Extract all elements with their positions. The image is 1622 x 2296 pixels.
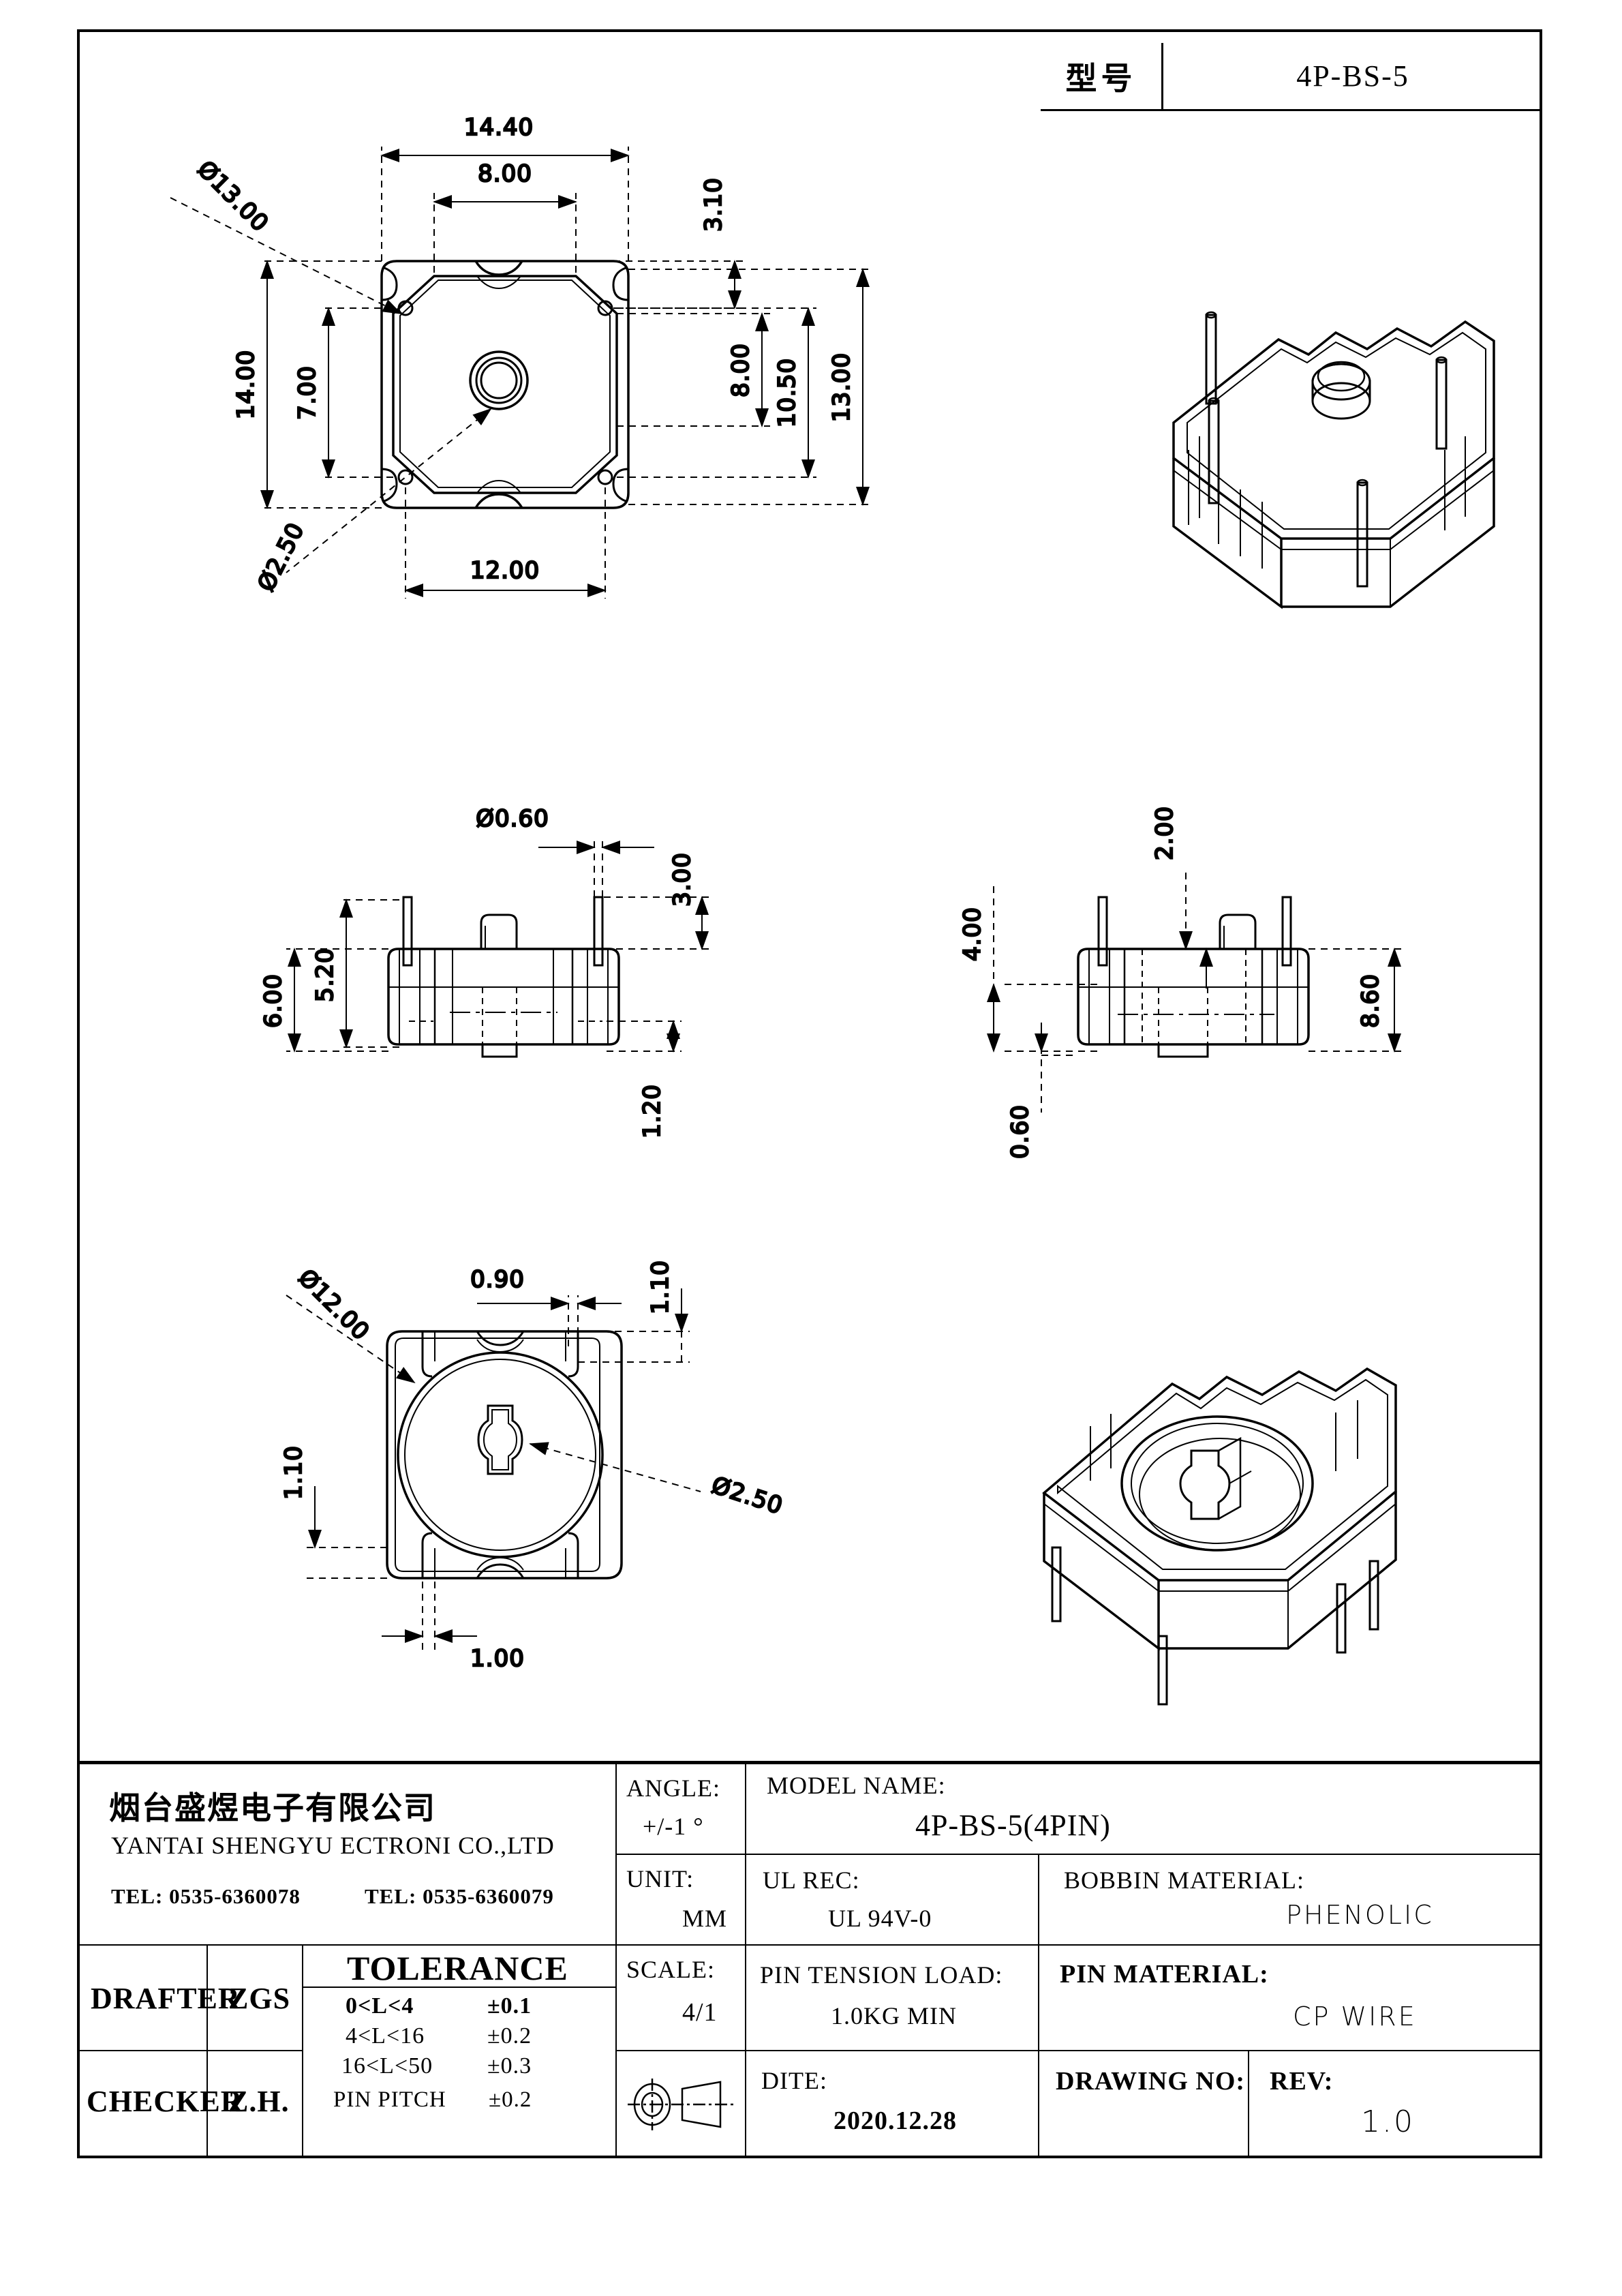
drawing-no-cell: DRAWING NO: bbox=[1039, 2051, 1249, 2157]
model-header-value: 4P-BS-5 bbox=[1296, 59, 1409, 93]
tolerance-tol-1: ±0.2 bbox=[487, 2023, 532, 2049]
pin-tension-value: 1.0KG MIN bbox=[831, 2002, 957, 2029]
company-name-cn: 烟台盛煜电子有限公司 bbox=[109, 1789, 436, 1826]
model-header-label: 型号 bbox=[1041, 43, 1163, 109]
bobbin-material-cell: BOBBIN MATERIAL: PHENOLIC bbox=[1039, 1855, 1541, 1946]
tolerance-range-1: 4<L<16 bbox=[346, 2023, 425, 2049]
scale-cell: SCALE: 4/1 bbox=[617, 1946, 746, 2051]
tolerance-title-cell: TOLERANCE bbox=[303, 1946, 617, 1988]
ul-rec-cell: UL REC: UL 94V-0 bbox=[746, 1855, 1039, 1946]
ul-rec-value: UL 94V-0 bbox=[828, 1905, 932, 1932]
pin-material-label: PIN MATERIAL: bbox=[1060, 1960, 1269, 1989]
model-name-cell: MODEL NAME: 4P-BS-5(4PIN) bbox=[746, 1764, 1541, 1855]
unit-cell: UNIT: MM bbox=[617, 1855, 746, 1946]
tolerance-range-2: 16<L<50 bbox=[341, 2053, 433, 2079]
drawing-border bbox=[77, 29, 1542, 2158]
angle-cell: ANGLE: +/-1 ° bbox=[617, 1764, 746, 1855]
drafter-label: DRAFTER bbox=[91, 1982, 241, 2015]
title-block-left-group: 烟台盛煜电子有限公司 YANTAI SHENGYU ECTRONI CO.,LT… bbox=[78, 1764, 617, 2157]
unit-label: UNIT: bbox=[626, 1865, 694, 1892]
checker-value-cell: Z.H. bbox=[208, 2051, 303, 2157]
model-name-label: MODEL NAME: bbox=[767, 1772, 946, 1799]
title-block-mid-group: ANGLE: +/-1 ° UNIT: MM SCALE: 4/1 bbox=[617, 1764, 746, 2157]
pin-material-cell: PIN MATERIAL: CP WIRE bbox=[1039, 1946, 1541, 2051]
rev-value: 1.0 bbox=[1361, 2104, 1415, 2139]
model-header-box: 型号 4P-BS-5 bbox=[1041, 43, 1542, 111]
model-name-value: 4P-BS-5(4PIN) bbox=[915, 1809, 1111, 1842]
bobbin-material-label: BOBBIN MATERIAL: bbox=[1064, 1867, 1305, 1894]
tolerance-tol-0: ±0.1 bbox=[487, 1993, 532, 2019]
checker-label: CHECKER bbox=[87, 2085, 243, 2118]
angle-value: +/-1 ° bbox=[643, 1813, 704, 1840]
tolerance-title: TOLERANCE bbox=[347, 1949, 568, 1987]
checker-label-cell: CHECKER bbox=[78, 2051, 242, 2157]
unit-value: MM bbox=[682, 1905, 728, 1932]
scale-value: 4/1 bbox=[682, 1998, 718, 2027]
tolerance-rows-cell: 0<L<4 ±0.1 4<L<16 ±0.2 16<L<50 ±0.3 PIN … bbox=[303, 1988, 617, 2157]
tolerance-range-0: 0<L<4 bbox=[346, 1993, 414, 2019]
tolerance-tol-2: ±0.3 bbox=[487, 2053, 532, 2079]
company-name-en: YANTAI SHENGYU ECTRONI CO.,LTD bbox=[111, 1832, 555, 1859]
bobbin-material-value: PHENOLIC bbox=[1286, 1900, 1434, 1930]
tolerance-range-3: PIN PITCH bbox=[333, 2087, 446, 2112]
pin-material-value: CP WIRE bbox=[1293, 2002, 1417, 2031]
pin-tension-label: PIN TENSION LOAD: bbox=[760, 1961, 1003, 1989]
angle-label: ANGLE: bbox=[626, 1774, 720, 1802]
drafter-value: ZGS bbox=[228, 1982, 291, 2015]
pin-tension-cell: PIN TENSION LOAD: 1.0KG MIN bbox=[746, 1946, 1039, 2051]
scale-label: SCALE: bbox=[626, 1956, 716, 1983]
projection-symbol-cell bbox=[617, 2051, 746, 2157]
tolerance-tol-3: ±0.2 bbox=[489, 2087, 532, 2112]
checker-value: Z.H. bbox=[228, 2085, 290, 2118]
rev-cell: REV: 1.0 bbox=[1249, 2051, 1541, 2157]
drawing-no-label: DRAWING NO: bbox=[1056, 2067, 1246, 2096]
date-cell: DITE: 2020.12.28 bbox=[746, 2051, 1039, 2157]
telephone-2: TEL: 0535-6360079 bbox=[365, 1884, 554, 1908]
date-label: DITE: bbox=[761, 2067, 827, 2094]
company-cell: 烟台盛煜电子有限公司 YANTAI SHENGYU ECTRONI CO.,LT… bbox=[78, 1764, 617, 1946]
title-block: 烟台盛煜电子有限公司 YANTAI SHENGYU ECTRONI CO.,LT… bbox=[78, 1761, 1541, 2157]
telephone-1: TEL: 0535-6360078 bbox=[111, 1884, 301, 1908]
drafter-value-cell: ZGS bbox=[208, 1946, 303, 2051]
first-angle-projection-icon bbox=[628, 2079, 737, 2130]
drafter-label-cell: DRAFTER bbox=[78, 1946, 240, 2051]
date-value: 2020.12.28 bbox=[833, 2106, 957, 2135]
rev-label: REV: bbox=[1270, 2067, 1334, 2096]
title-block-right-group: MODEL NAME: 4P-BS-5(4PIN) UL REC: UL 94V… bbox=[746, 1764, 1541, 2157]
ul-rec-label: UL REC: bbox=[763, 1867, 860, 1894]
